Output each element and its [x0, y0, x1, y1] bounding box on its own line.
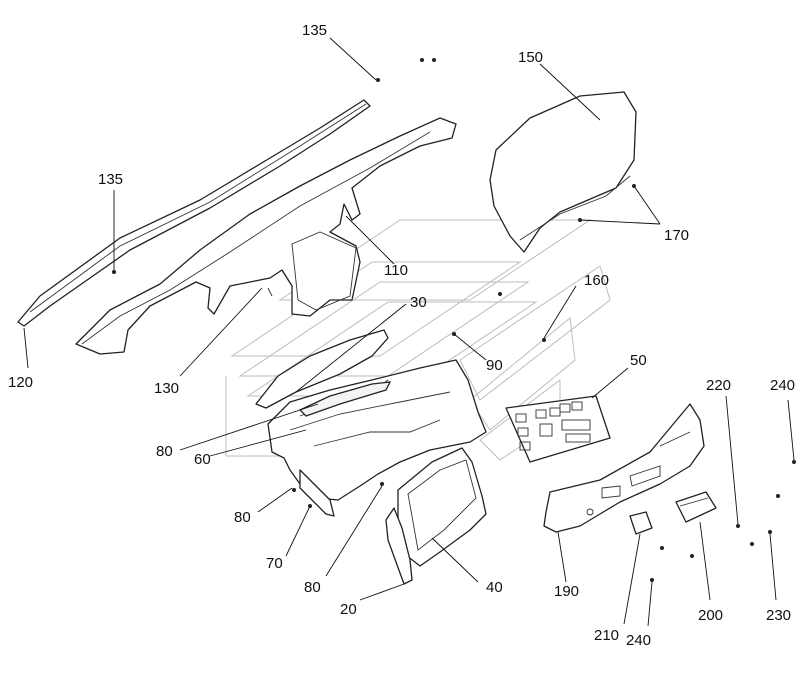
- part-110-dash-frame: [75, 117, 457, 355]
- label-160: 160: [584, 272, 609, 289]
- part-20-side-trim: [385, 507, 413, 585]
- label-60: 60: [194, 451, 211, 468]
- part-200-box: [675, 491, 717, 523]
- part-190-right-panel: [543, 403, 705, 533]
- hardware-fasteners: [112, 58, 796, 582]
- label-135-top: 135: [302, 22, 327, 39]
- part-150-top-cover: [489, 91, 637, 253]
- leader-lines: [23, 37, 795, 627]
- label-150: 150: [518, 49, 543, 66]
- part-70-lower-panel: [299, 469, 335, 517]
- label-200: 200: [698, 607, 723, 624]
- label-130: 130: [154, 380, 179, 397]
- label-50: 50: [630, 352, 647, 369]
- part-210-bezel: [629, 511, 653, 535]
- part-30-visor: [255, 329, 389, 409]
- label-30: 30: [410, 294, 427, 311]
- label-190: 190: [554, 583, 579, 600]
- label-40: 40: [486, 579, 503, 596]
- callout-labels: 135 150 135 170 110 160 30 120 130 90 50…: [8, 22, 795, 649]
- part-50-switch-panel: [505, 395, 611, 463]
- label-120: 120: [8, 374, 33, 391]
- label-230: 230: [766, 607, 791, 624]
- part-40-console: [395, 447, 487, 567]
- label-20: 20: [340, 601, 357, 618]
- label-210: 210: [594, 627, 619, 644]
- part-120-trim-strip: [17, 99, 371, 327]
- label-220: 220: [706, 377, 731, 394]
- part-60-main-carrier: [267, 359, 487, 501]
- label-135-left: 135: [98, 171, 123, 188]
- label-80-c: 80: [304, 579, 321, 596]
- label-90: 90: [486, 357, 503, 374]
- label-70: 70: [266, 555, 283, 572]
- label-80-b: 80: [234, 509, 251, 526]
- label-110: 110: [384, 262, 408, 279]
- label-240-right: 240: [770, 377, 795, 394]
- label-80-a: 80: [156, 443, 173, 460]
- label-170: 170: [664, 227, 689, 244]
- label-240-bottom: 240: [626, 632, 651, 649]
